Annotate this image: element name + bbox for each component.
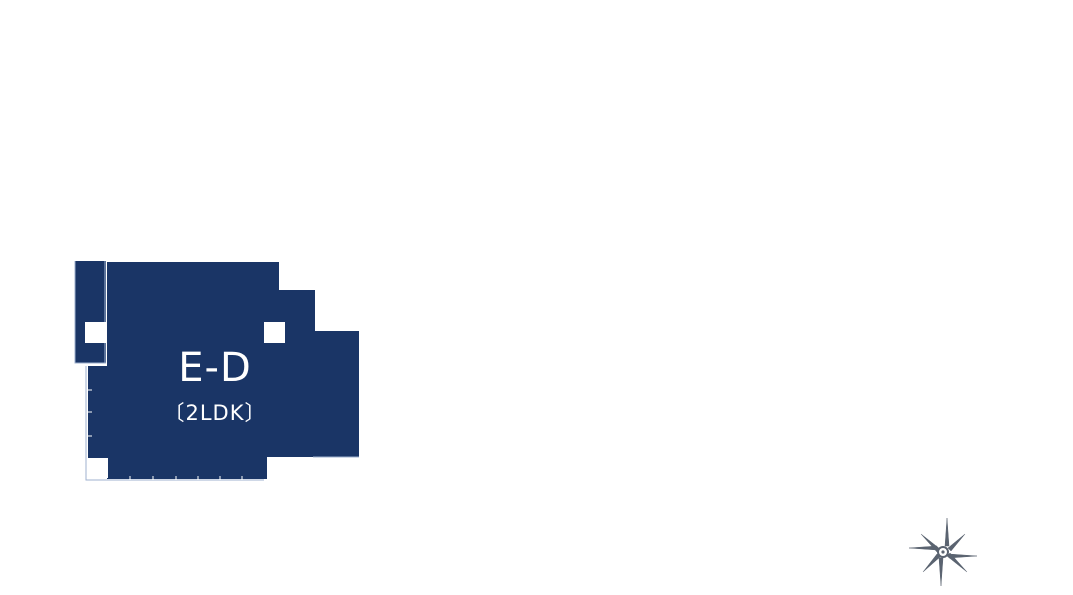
column-bottom-left (88, 458, 108, 478)
column-center (264, 322, 285, 343)
unit-footprint (75, 261, 359, 479)
column-left (85, 322, 106, 343)
cutouts (85, 322, 285, 478)
balcony-strip (75, 261, 106, 363)
wall-lines (74, 261, 359, 481)
unit-type: 〔2LDK〕 (163, 401, 267, 425)
unit-name: E-D (178, 345, 252, 391)
compass-rose-icon (908, 517, 978, 587)
window-ticks (88, 389, 243, 480)
